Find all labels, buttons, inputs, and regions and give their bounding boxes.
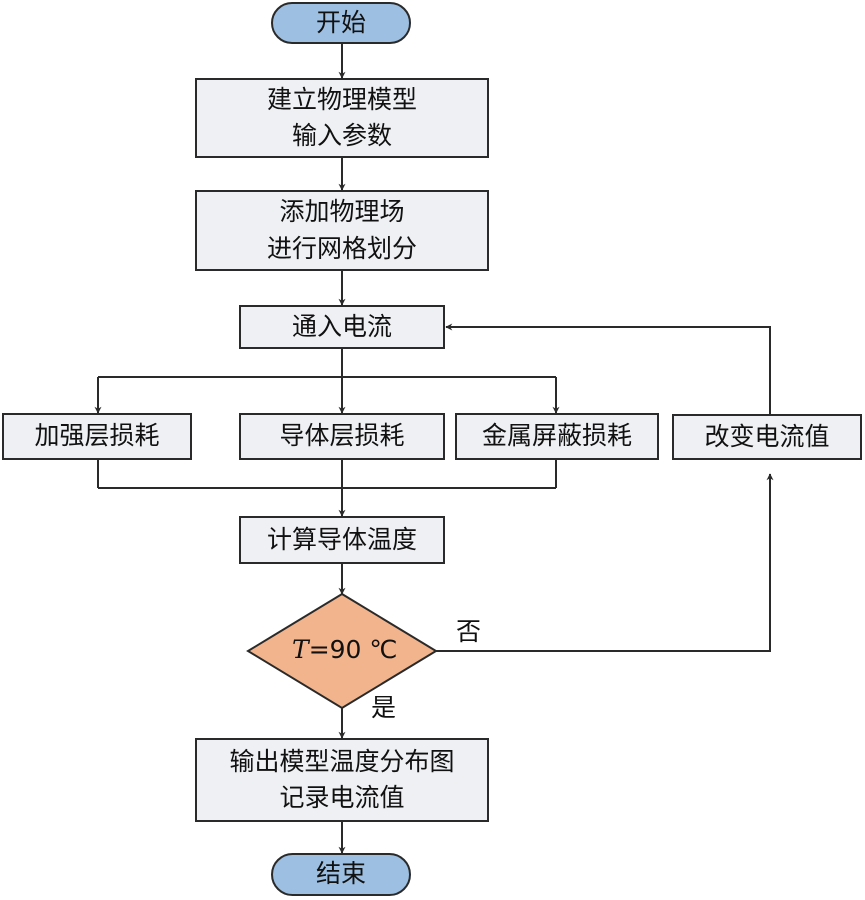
step-current-in: 通入电流 (239, 305, 445, 349)
step-build-model-line1: 建立物理模型 (266, 84, 417, 114)
calc-temp-label: 计算导体温度 (266, 524, 417, 554)
step-build-model: 建立物理模型 输入参数 (195, 78, 489, 158)
loss-conductor-label: 导体层损耗 (279, 421, 405, 451)
change-current-label: 改变电流值 (704, 421, 830, 451)
loss-shield-label: 金属屏蔽损耗 (481, 421, 632, 451)
arrow-change-to-current (445, 323, 771, 414)
output-line2: 记录电流值 (279, 783, 405, 812)
decision-diamond (246, 592, 438, 710)
loss-shield-box: 金属屏蔽损耗 (455, 413, 659, 460)
step-add-physics-line2: 进行网格划分 (266, 233, 417, 263)
output-line1: 输出模型温度分布图 (229, 746, 455, 776)
step-build-model-line2: 输入参数 (291, 121, 392, 150)
loss-conductor-box: 导体层损耗 (239, 413, 445, 460)
step-current-in-label: 通入电流 (291, 311, 392, 341)
decision-label: T=90 ℃ (292, 635, 397, 664)
calc-temp-box: 计算导体温度 (239, 516, 445, 564)
loss-reinforce-box: 加强层损耗 (2, 413, 192, 460)
start-label: 开始 (315, 7, 366, 37)
step-add-physics-line1: 添加物理场 (279, 197, 405, 227)
start-terminal: 开始 (271, 2, 411, 44)
no-label: 否 (456, 617, 482, 646)
end-label: 结束 (315, 859, 366, 889)
decision-var: T (292, 635, 309, 664)
step-add-physics: 添加物理场 进行网格划分 (195, 190, 489, 271)
output-box: 输出模型温度分布图 记录电流值 (195, 738, 489, 822)
arrow-no-to-change (436, 473, 774, 652)
change-current-box: 改变电流值 (672, 414, 862, 460)
yes-label: 是 (371, 693, 397, 722)
decision-condition: =90 ℃ (308, 635, 398, 664)
end-terminal: 结束 (271, 853, 411, 896)
loss-reinforce-label: 加强层损耗 (34, 421, 160, 451)
